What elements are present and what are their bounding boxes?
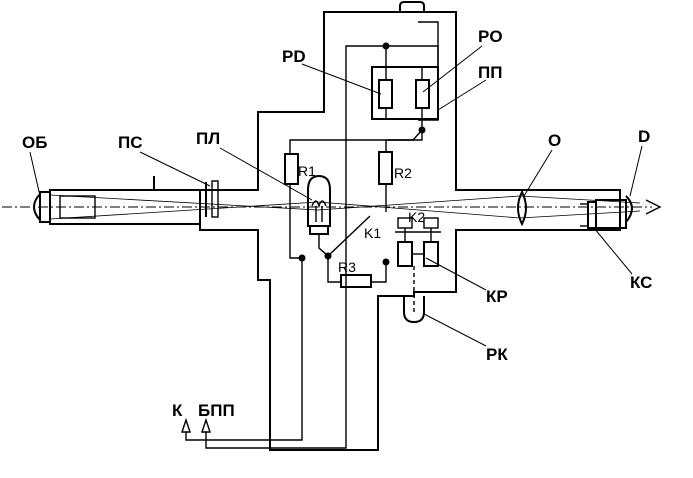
label-k: К	[172, 401, 183, 420]
label-ps: ПС	[118, 133, 143, 152]
label-o: O	[548, 131, 561, 150]
housing-outline	[199, 11, 621, 451]
resistor-r3	[340, 274, 372, 288]
label-bpp: БПП	[198, 401, 235, 420]
block-pp	[371, 66, 439, 120]
lamp-pl	[307, 174, 331, 235]
label-pp: ПП	[478, 63, 502, 82]
label-r3: R3	[338, 259, 356, 275]
field-diaphragm	[153, 176, 219, 218]
relay-kr	[395, 217, 441, 267]
label-rk: РК	[486, 345, 508, 364]
axis-arrow	[645, 199, 662, 215]
label-pl: ПЛ	[196, 129, 220, 148]
lens-o	[517, 189, 527, 227]
label-po: PO	[478, 27, 503, 46]
eyepiece-assembly	[580, 195, 633, 229]
label-r2: R2	[394, 165, 412, 181]
leader-lines	[29, 45, 643, 347]
resistor-po	[415, 79, 430, 109]
junction-dots	[298, 42, 426, 266]
label-r1: R1	[298, 163, 316, 179]
light-rays	[49, 194, 641, 220]
circuit-wires	[185, 45, 439, 449]
label-d: D	[638, 127, 650, 146]
label-k1: K1	[364, 225, 381, 241]
label-ks: КС	[630, 273, 652, 292]
cap-rk	[403, 296, 425, 324]
resistor-r1	[284, 153, 299, 185]
output-arrows	[181, 417, 211, 433]
label-ob: ОБ	[22, 133, 47, 152]
resistor-r2	[378, 151, 393, 185]
label-k2: K2	[408, 209, 425, 225]
label-kr: КР	[486, 287, 508, 306]
label-pd: PD	[282, 47, 306, 66]
objective-lens	[33, 189, 201, 225]
top-cap	[399, 1, 425, 12]
